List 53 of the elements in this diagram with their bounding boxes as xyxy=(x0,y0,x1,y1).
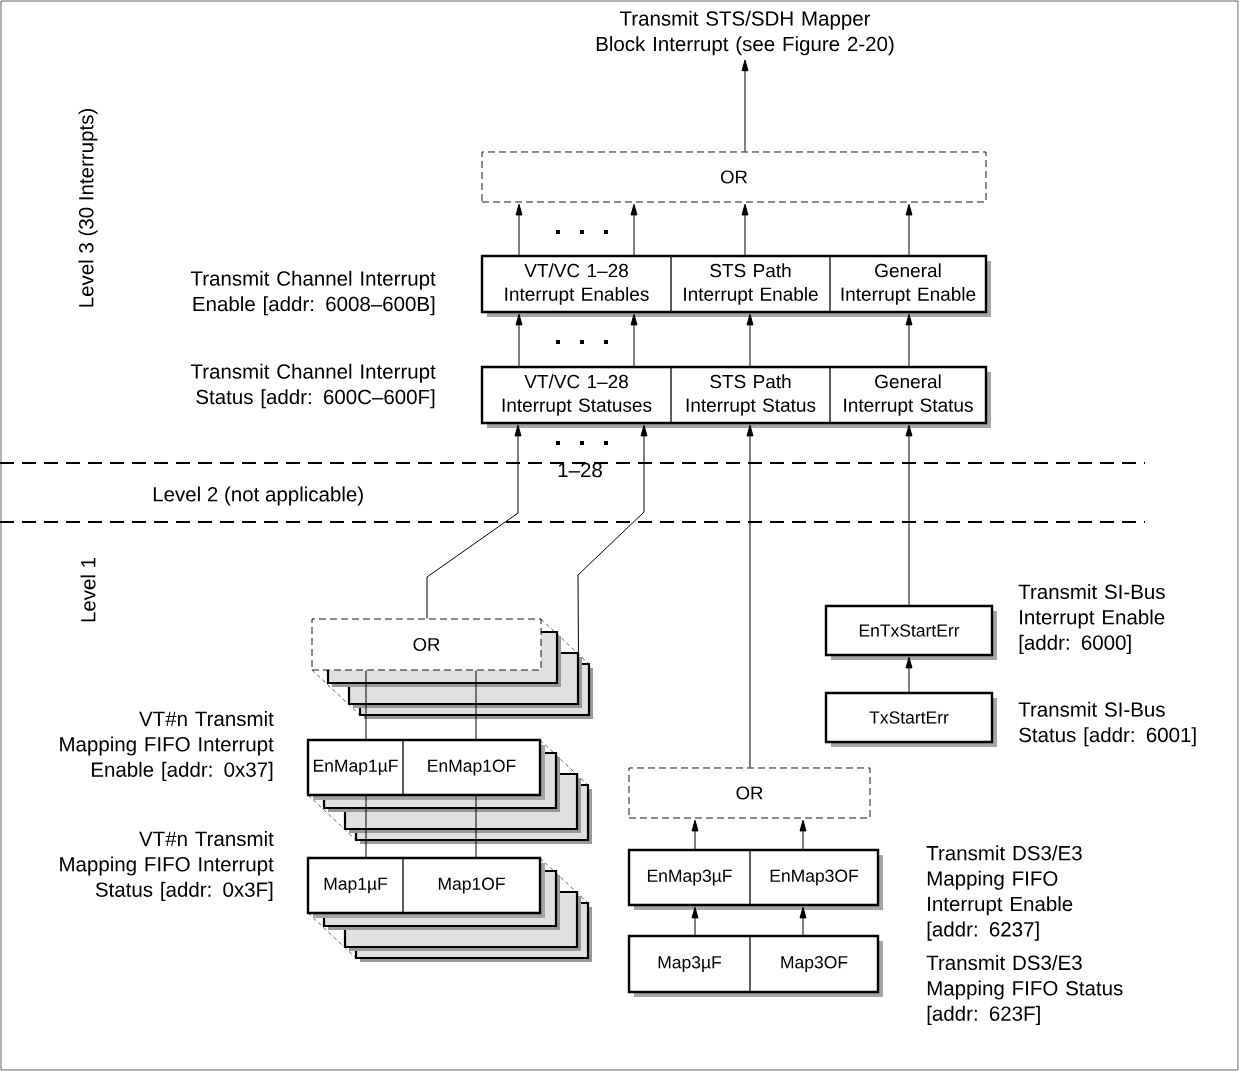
arrow xyxy=(630,313,638,368)
arrow xyxy=(515,203,523,257)
connector-line xyxy=(365,794,367,859)
arrow xyxy=(515,313,523,368)
register-cell: VT/VC 1–28 Interrupt Statuses xyxy=(481,366,672,424)
arrow xyxy=(905,424,913,607)
arrow xyxy=(691,819,699,851)
register-cell: General Interrupt Enable xyxy=(829,255,987,313)
register-cell: STS Path Interrupt Enable xyxy=(670,255,831,313)
connector-line xyxy=(475,669,477,741)
level-label: Level 3 (30 Interrupts) xyxy=(78,109,98,307)
arrow xyxy=(630,203,638,257)
arrow xyxy=(426,424,522,620)
register-label: Transmit DS3/E3 Mapping FIFO Interrupt Enable [addr: 6237] xyxy=(926,845,1082,941)
arrow xyxy=(799,906,807,937)
register-cell: EnMap3OF xyxy=(749,849,879,906)
level-label: Level 1 xyxy=(80,557,96,622)
arrow xyxy=(905,656,913,694)
register-label: Transmit DS3/E3 Mapping FIFO Status [addr: 623F] xyxy=(926,955,1123,1025)
register-cell: TxStartErr xyxy=(825,692,993,743)
register-label: Transmit Channel Interrupt Status [addr: 600C–600F] xyxy=(190,363,436,409)
register-cell: Map1OF xyxy=(402,857,541,914)
connector-line xyxy=(365,669,367,741)
register-cell: Map1µF xyxy=(307,857,404,914)
register-cell: EnTxStartErr xyxy=(825,605,993,656)
connector-line xyxy=(475,794,477,859)
arrow xyxy=(746,313,754,368)
register-cell: Map3µF xyxy=(628,935,751,993)
register-label: Transmit SI-Bus Status [addr: 6001] xyxy=(1018,701,1196,747)
level-label: Level 2 (not applicable) xyxy=(153,486,363,506)
arrow xyxy=(905,203,913,257)
arrow xyxy=(799,819,807,851)
arrow xyxy=(741,203,749,257)
register-cell: Map3OF xyxy=(749,935,879,993)
or-gate-box: OR xyxy=(311,618,542,671)
heading-text: Transmit STS/SDH Mapper Block Interrupt (see Figure 2-20) xyxy=(596,10,894,56)
register-label: VT#n Transmit Mapping FIFO Interrupt Enable [addr: 0x37] xyxy=(60,711,274,781)
register-cell: STS Path Interrupt Status xyxy=(670,366,831,424)
or-gate-box: OR xyxy=(628,767,871,819)
arrow xyxy=(577,424,648,654)
register-cell: EnMap3µF xyxy=(628,849,751,906)
arrow xyxy=(741,59,749,153)
arrow xyxy=(905,313,913,368)
register-cell: EnMap1µF xyxy=(307,739,404,796)
arrow xyxy=(746,424,754,769)
register-label: Transmit Channel Interrupt Enable [addr: 6008–600B] xyxy=(190,270,436,316)
register-label: Transmit SI-Bus Interrupt Enable [addr: 6000] xyxy=(1018,584,1165,654)
register-label: VT#n Transmit Mapping FIFO Interrupt Status [addr: 0x3F] xyxy=(60,831,274,901)
register-cell: VT/VC 1–28 Interrupt Enables xyxy=(481,255,672,313)
arrow xyxy=(691,906,699,937)
register-cell: EnMap1OF xyxy=(402,739,541,796)
or-gate-box: OR xyxy=(481,151,987,203)
register-cell: General Interrupt Status xyxy=(829,366,987,424)
